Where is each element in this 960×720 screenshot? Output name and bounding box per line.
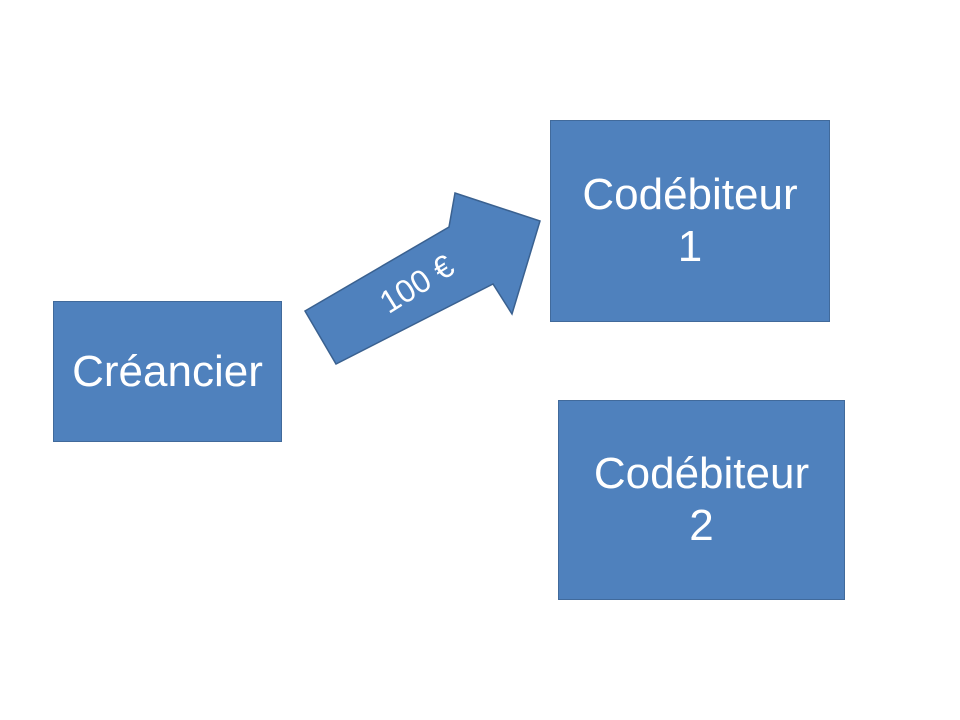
codebiteur-1-label-line1: Codébiteur	[582, 170, 798, 219]
codebiteur-2-label-line2: 2	[689, 501, 714, 550]
codebiteur-2-label-line1: Codébiteur	[593, 449, 810, 498]
creancier-label: Créancier	[72, 346, 263, 396]
codebiteur-1-label-line2: 1	[677, 222, 703, 271]
codebiteur-2-box: Codébiteur 2	[558, 400, 845, 600]
codebiteur-1-box: Codébiteur 1	[550, 120, 830, 322]
payment-arrow-shape	[303, 192, 541, 365]
creancier-box: Créancier	[53, 301, 282, 442]
